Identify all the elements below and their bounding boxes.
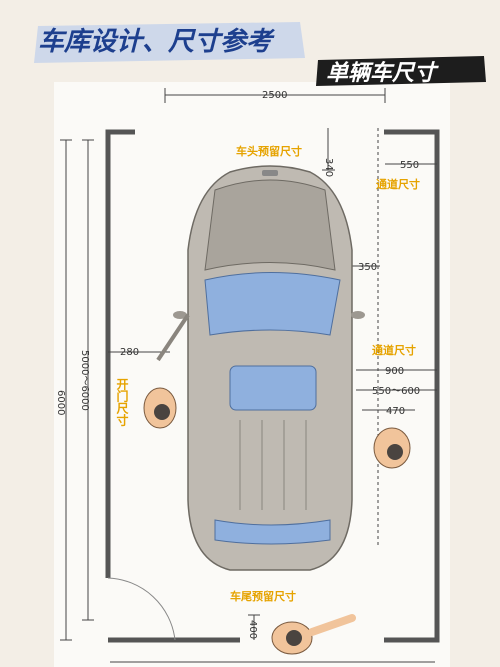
right-mirror: [351, 311, 365, 319]
open-door: [156, 313, 190, 362]
roof-rails: [239, 420, 307, 510]
person-bottom: [271, 614, 356, 655]
person-right-head: [387, 444, 403, 460]
label-aisle-2: 通道尺寸: [372, 343, 416, 357]
title-highlight: [34, 22, 305, 63]
garage-walls: [105, 129, 440, 643]
person-left-head: [154, 404, 170, 420]
sunroof: [229, 365, 317, 411]
label-front-reserve: 车头预留尺寸: [236, 144, 302, 158]
left-wall: [105, 129, 135, 578]
label-aisle-1: 通道尺寸: [376, 177, 420, 191]
subtitle-badge: [316, 56, 486, 86]
dim-person-width: 470: [386, 406, 405, 417]
dim-aisle-range: 550～600: [372, 386, 420, 397]
page-subtitle: 单辆车尺寸: [326, 60, 439, 86]
left-mirror: [173, 311, 187, 319]
rear-window: [214, 519, 331, 545]
car-hood: [204, 179, 336, 271]
person-right: [373, 427, 411, 469]
label-door-open: 开门尺寸: [115, 378, 129, 427]
label-door-open-group: 开门尺寸: [115, 378, 129, 427]
right-wall: [384, 129, 440, 643]
person-left: [143, 387, 177, 429]
dim-mirror-gap: 350: [358, 262, 377, 273]
dim-side-gap-top: 550: [400, 160, 419, 171]
dim-rear-clearance: 400: [247, 620, 258, 639]
hood-ornament: [262, 170, 278, 176]
dimension-lines: [60, 88, 437, 663]
windshield: [204, 272, 341, 336]
dim-front-clearance: 340: [323, 158, 334, 177]
zone-labels: 车头预留尺寸 通道尺寸 通道尺寸 车尾预留尺寸: [230, 144, 420, 603]
door-swing-arc: [107, 577, 176, 641]
car: [156, 165, 365, 571]
dimension-texts: 2500 340 550 350 280 900 550～600 470 600…: [55, 90, 420, 639]
page-title: 车库设计、尺寸参考: [38, 27, 275, 57]
label-rear-reserve: 车尾预留尺寸: [230, 589, 296, 603]
dim-width-top: 2500: [262, 90, 287, 101]
dim-length-total: 6000: [55, 390, 66, 415]
dim-door-gap: 280: [120, 347, 139, 358]
dim-aisle-width: 900: [385, 366, 404, 377]
person-bottom-arm: [308, 614, 356, 636]
person-bottom-head: [286, 630, 302, 646]
dim-length-range: 5000～6000: [79, 350, 90, 411]
